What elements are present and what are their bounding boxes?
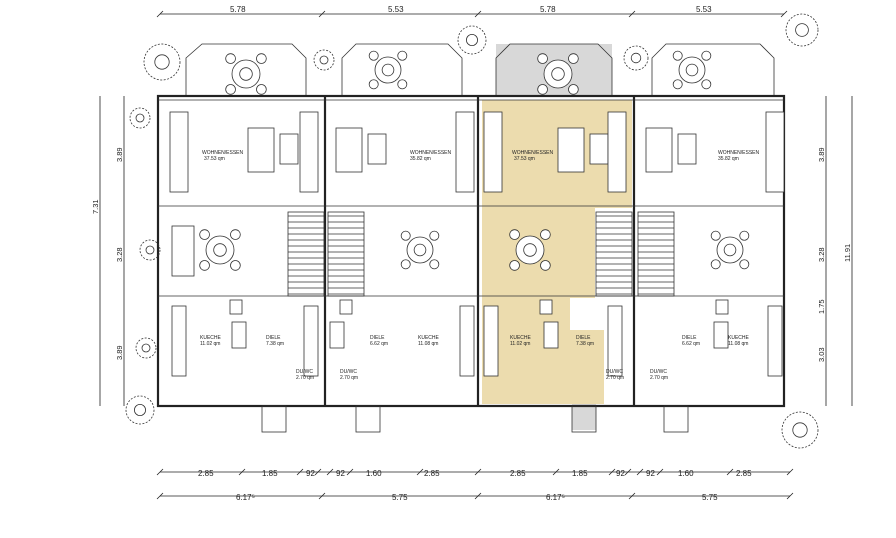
room-area-living-1: 37.53 qm xyxy=(204,156,225,162)
room-name-living-3: WOHNEN/ESSEN xyxy=(512,150,554,156)
right-dim-2: 11.91 xyxy=(843,244,852,262)
right-dim-3: 3.28 xyxy=(817,247,826,262)
right-dim-1: 3.89 xyxy=(817,147,826,162)
room-name-hall-4: DIELE xyxy=(682,335,697,341)
bottom-dim-12: 2.85 xyxy=(736,469,752,478)
bottom-total-4: 5.75 xyxy=(702,493,718,502)
room-name-kitchen-4: KUECHE xyxy=(728,335,750,341)
left-dim-2: 7.31 xyxy=(91,199,100,214)
room-area-kitchen-2: 11.08 qm xyxy=(418,341,438,347)
room-name-wc-1: DU/WC xyxy=(296,369,313,375)
bottom-dim-5: 1.60 xyxy=(366,469,382,478)
room-name-living-2: WOHNEN/ESSEN xyxy=(410,150,452,156)
room-name-kitchen-2: KUECHE xyxy=(418,335,440,341)
bottom-dim-4: 92 xyxy=(336,469,345,478)
room-name-kitchen-3: KUECHE xyxy=(510,335,532,341)
room-area-hall-4: 6.62 qm xyxy=(682,341,700,347)
room-area-wc-1: 2.70 qm xyxy=(296,375,314,381)
top-dim-3: 5.78 xyxy=(540,5,556,14)
bottom-dim-9: 92 xyxy=(616,469,625,478)
terraces xyxy=(185,43,775,96)
bottom-dim-10: 92 xyxy=(646,469,655,478)
room-area-kitchen-4: 11.08 qm xyxy=(728,341,748,347)
dimension-lines xyxy=(99,10,853,500)
bottom-total-1: 6.17⁵ xyxy=(236,493,255,502)
left-dim-3: 3.28 xyxy=(115,247,124,262)
bottom-total-3: 6.17⁵ xyxy=(546,493,565,502)
top-dim-2: 5.53 xyxy=(388,5,404,14)
room-labels: WOHNEN/ESSEN 37.53 qm WOHNEN/ESSEN 35.82… xyxy=(200,150,760,381)
room-area-wc-2: 2.70 qm xyxy=(340,375,358,381)
top-dim-1: 5.78 xyxy=(230,5,246,14)
bottom-dim-2: 1.85 xyxy=(262,469,278,478)
room-name-kitchen-1: KUECHE xyxy=(200,335,222,341)
room-name-wc-4: DU/WC xyxy=(650,369,667,375)
trees xyxy=(125,13,819,449)
room-name-wc-2: DU/WC xyxy=(340,369,357,375)
room-name-wc-3: DU/WC xyxy=(606,369,623,375)
bottom-dim-8: 1.85 xyxy=(572,469,588,478)
room-name-hall-3: DIELE xyxy=(576,335,591,341)
room-area-kitchen-1: 11.02 qm xyxy=(200,341,220,347)
bottom-dim-7: 2.85 xyxy=(510,469,526,478)
room-area-living-2: 35.82 qm xyxy=(410,156,431,162)
staircases xyxy=(287,211,675,297)
room-name-hall-2: DIELE xyxy=(370,335,385,341)
bottom-dim-1: 2.85 xyxy=(198,469,214,478)
walls xyxy=(156,94,786,408)
entry-porches xyxy=(261,405,689,433)
room-name-living-1: WOHNEN/ESSEN xyxy=(202,150,244,156)
room-area-wc-4: 2.70 qm xyxy=(650,375,668,381)
left-dim-4: 3.89 xyxy=(115,345,124,360)
right-dim-5: 3.03 xyxy=(817,347,826,362)
room-area-hall-1: 7.38 qm xyxy=(266,341,284,347)
bottom-dim-6: 2.85 xyxy=(424,469,440,478)
room-area-hall-2: 6.62 qm xyxy=(370,341,388,347)
dimension-labels: 5.78 5.53 5.78 5.53 2.85 1.85 92 92 1.60… xyxy=(91,5,852,502)
top-dim-4: 5.53 xyxy=(696,5,712,14)
room-area-living-3: 37.53 qm xyxy=(514,156,535,162)
room-area-hall-3: 7.38 qm xyxy=(576,341,594,347)
room-name-hall-1: DIELE xyxy=(266,335,281,341)
furniture xyxy=(169,50,785,377)
left-dim-1: 3.89 xyxy=(115,147,124,162)
bottom-dim-3: 92 xyxy=(306,469,315,478)
bottom-total-2: 5.75 xyxy=(392,493,408,502)
room-area-wc-3: 2.70 qm xyxy=(606,375,624,381)
room-area-living-4: 35.82 qm xyxy=(718,156,739,162)
right-dim-4: 1.75 xyxy=(817,299,826,314)
room-area-kitchen-3: 11.02 qm xyxy=(510,341,530,347)
bottom-dim-11: 1.60 xyxy=(678,469,694,478)
room-name-living-4: WOHNEN/ESSEN xyxy=(718,150,760,156)
